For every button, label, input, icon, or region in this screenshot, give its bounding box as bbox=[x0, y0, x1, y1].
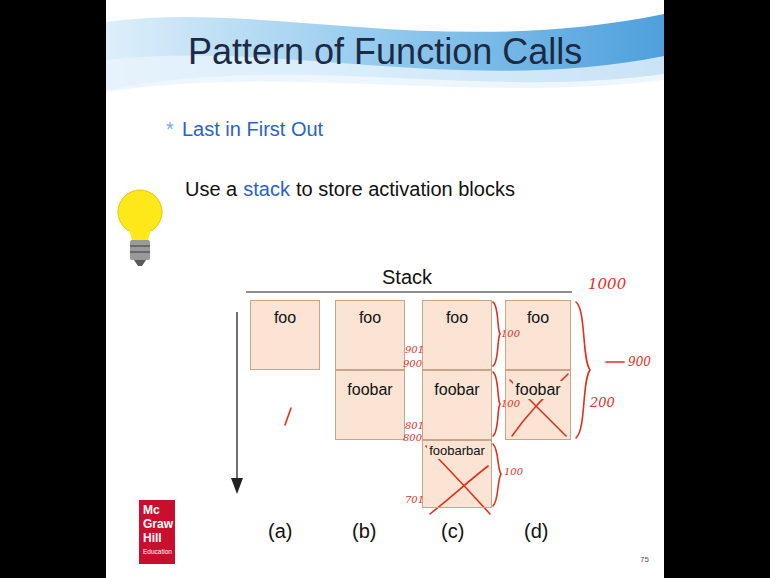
box-fill bbox=[250, 300, 320, 370]
hand-number: 900 bbox=[403, 358, 422, 369]
sentence-part: Use a bbox=[185, 178, 237, 200]
frame-name: foobarbar bbox=[427, 444, 487, 459]
hand-number: 100 bbox=[501, 398, 520, 409]
frame-name: foobar bbox=[513, 381, 562, 399]
box-fill bbox=[422, 300, 492, 370]
panel-label: (a) bbox=[268, 520, 292, 542]
logo-text: Graw bbox=[143, 518, 173, 531]
stack-frame-box: foo bbox=[335, 300, 405, 370]
growth-arrowhead bbox=[231, 478, 243, 494]
hand-number: 100 bbox=[501, 328, 520, 339]
stack-frame-box: foo bbox=[422, 300, 492, 370]
hand-number: 1000 bbox=[588, 276, 626, 293]
frame-name: foobar bbox=[345, 381, 394, 399]
hand-number: 200 bbox=[590, 396, 615, 410]
stack-frame-box: foobar bbox=[335, 370, 405, 440]
frame-name: foo bbox=[525, 309, 551, 327]
stack-frame-box: foobarbar bbox=[422, 440, 492, 508]
frame-name: foobar bbox=[432, 381, 481, 399]
box-fill bbox=[335, 300, 405, 370]
box-fill bbox=[422, 440, 492, 508]
logo-text: Mc bbox=[143, 504, 160, 517]
page-number: 75 bbox=[640, 556, 649, 565]
logo-text: Hill bbox=[143, 532, 162, 545]
frame-name: foo bbox=[272, 309, 298, 327]
hand-number: 801 bbox=[405, 420, 424, 431]
frame-name: foo bbox=[444, 309, 470, 327]
hand-number: 901 bbox=[405, 344, 424, 355]
panel-label: (b) bbox=[352, 520, 376, 542]
stack-frame-box: foobar bbox=[422, 370, 492, 440]
sentence-part: to store activation blocks bbox=[296, 178, 515, 200]
lightbulb-icon bbox=[118, 190, 162, 266]
stack-line bbox=[246, 291, 572, 292]
growth-arrow bbox=[236, 312, 237, 482]
bullet-text: Last in First Out bbox=[182, 118, 323, 140]
box-fill bbox=[422, 370, 492, 440]
hand-number: 100 bbox=[504, 466, 523, 477]
hand-number: 900 bbox=[628, 356, 651, 369]
frame-name: foo bbox=[357, 309, 383, 327]
bullet: * bbox=[166, 118, 174, 140]
box-fill bbox=[335, 370, 405, 440]
panel-label: (d) bbox=[524, 520, 548, 542]
panel-label: (c) bbox=[441, 520, 464, 542]
logo-text: Education bbox=[143, 548, 172, 555]
hand-number: 800 bbox=[403, 432, 422, 443]
logo-block bbox=[139, 500, 175, 564]
stack-frame-box: foo bbox=[250, 300, 320, 370]
sentence-keyword: stack bbox=[243, 178, 290, 200]
stack-heading: Stack bbox=[382, 266, 432, 288]
slide-title: Pattern of Function Calls bbox=[188, 32, 582, 72]
hand-number: 701 bbox=[405, 494, 424, 505]
